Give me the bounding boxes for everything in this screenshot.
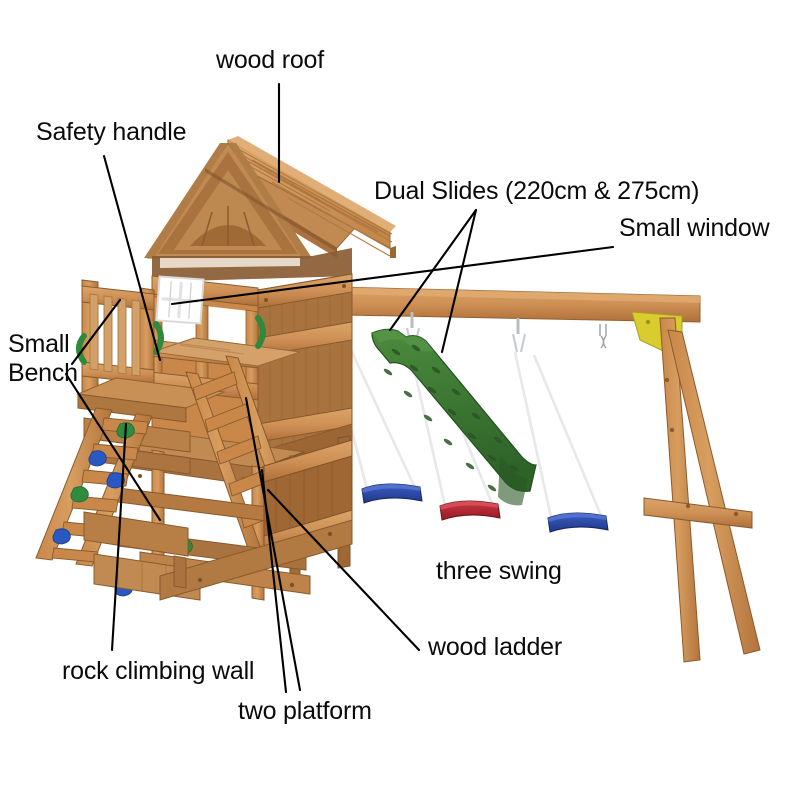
hold-blue-1 bbox=[88, 450, 107, 467]
leader-lines bbox=[64, 82, 615, 694]
safety-handle-right bbox=[255, 315, 266, 349]
label-two-platform: two platform bbox=[238, 697, 372, 725]
label-safety-handle: Safety handle bbox=[36, 118, 187, 146]
label-dual-slides: Dual Slides (220cm & 275cm) bbox=[374, 177, 700, 205]
leader-safety-handle bbox=[102, 154, 162, 362]
bottom-frame bbox=[159, 519, 353, 601]
leader-wood-ladder bbox=[266, 488, 421, 652]
a-frame-leg-front bbox=[659, 317, 701, 663]
label-small-bench: Small Bench bbox=[8, 330, 78, 387]
label-wood-ladder: wood ladder bbox=[428, 633, 563, 661]
leader-small-bench-a bbox=[70, 298, 122, 366]
hold-blue-3 bbox=[52, 528, 71, 545]
label-three-swing: three swing bbox=[436, 557, 562, 585]
swing-3 bbox=[511, 318, 609, 533]
leader-two-platform-b bbox=[244, 396, 302, 692]
swing-set-group bbox=[295, 285, 761, 663]
a-frame-crossbar bbox=[643, 497, 753, 529]
hold-green-2 bbox=[70, 486, 89, 503]
label-small-window: Small window bbox=[619, 214, 770, 242]
leader-rock-wall bbox=[110, 422, 128, 652]
slide-group bbox=[371, 328, 537, 506]
playhouse-tower bbox=[35, 136, 396, 601]
leader-small-bench-b bbox=[64, 372, 162, 522]
a-frame-leg-back bbox=[667, 329, 761, 655]
safety-handle-left bbox=[76, 333, 87, 365]
leader-small-window bbox=[170, 245, 615, 306]
label-rock-climbing-wall: rock climbing wall bbox=[62, 657, 255, 685]
label-wood-roof: wood roof bbox=[216, 46, 324, 74]
leader-dual-slides-b bbox=[440, 208, 478, 354]
balcony-rail bbox=[81, 279, 155, 405]
